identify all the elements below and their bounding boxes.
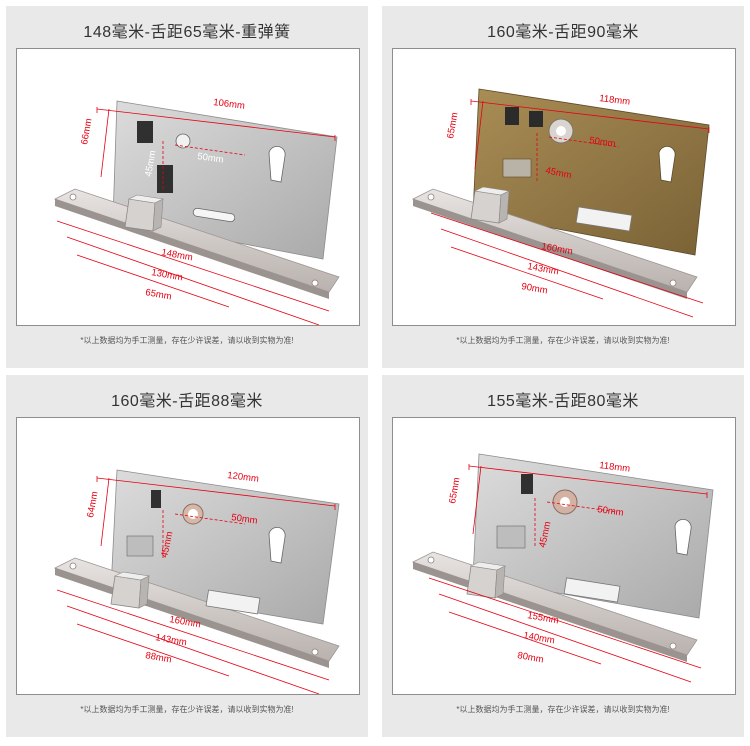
mortise-lock-illustration: 118mm 65mm 50mm 45mm 155mm 140mm 80mm [412,453,714,683]
lock-image-frame: 118mm 65mm 50mm 45mm 155mm 140mm 80mm [392,417,736,695]
lock-image-frame: 120mm 64mm 50mm 45mm 160mm 143mm 88mm [16,417,360,695]
lock-image-frame: 118mm 65mm 50mm 45mm 160mm 143mm 90mm [392,48,736,326]
dim-width: 118mm [599,460,631,475]
panel-title: 155毫米-舌距80毫米 [487,393,639,410]
dim-width: 106mm [213,97,246,112]
measurement-note: *以上数据均为手工测量，存在少许误差，请以收到实物为准! [80,336,294,345]
product-panel-148: 148毫米-舌距65毫米-重弹簧 106mm 66mm 50mm 45mm 14… [6,6,368,368]
dim-tongue: 50mm [231,512,259,527]
dim-tongue: 50mm [589,135,617,150]
dim-total: 160mm [168,614,201,630]
dim-height: 66mm [79,118,94,146]
dim-hole: 130mm [150,267,183,283]
panel-title: 160毫米-舌距88毫米 [111,393,263,410]
dim-height: 65mm [445,112,460,140]
dim-tongue: 50mm [197,151,225,166]
measurement-note: *以上数据均为手工测量，存在少许误差，请以收到实物为准! [80,705,294,714]
dim-depth: 88mm [144,650,172,665]
dim-depth: 65mm [144,287,172,302]
product-panel-155: 155毫米-舌距80毫米 118mm 65mm 50mm 45mm 155mm … [382,375,744,737]
panel-title: 160毫米-舌距90毫米 [487,24,639,41]
dim-height: 65mm [447,477,462,505]
dim-width: 120mm [227,470,260,485]
dim-backset: 45mm [143,150,158,178]
dim-total: 148mm [160,247,193,263]
mortise-lock-illustration: 118mm 65mm 50mm 45mm 160mm 143mm 90mm [412,88,710,318]
product-panel-160-88: 160毫米-舌距88毫米 120mm 64mm 50mm 45mm 160mm … [6,375,368,737]
dim-tongue: 50mm [597,504,625,519]
dim-width: 118mm [599,93,631,108]
dim-total: 160mm [540,241,573,257]
lock-image-frame: 106mm 66mm 50mm 45mm 148mm 130mm 65mm [16,48,360,326]
dim-backset: 45mm [544,165,572,181]
dim-depth: 80mm [516,650,544,665]
dim-depth: 90mm [520,281,548,296]
mortise-lock-illustration: 106mm 66mm 50mm 45mm 148mm 130mm 65mm [54,97,340,325]
dim-backset: 45mm [159,530,175,558]
dim-backset: 45mm [537,520,553,548]
measurement-note: *以上数据均为手工测量，存在少许误差，请以收到实物为准! [456,705,670,714]
dim-hole: 143mm [154,632,187,648]
panel-title: 148毫米-舌距65毫米-重弹簧 [83,24,291,41]
measurement-note: *以上数据均为手工测量，存在少许误差，请以收到实物为准! [456,336,670,345]
dim-hole: 140mm [522,630,555,646]
dim-hole: 143mm [526,261,559,277]
product-panel-160-90: 160毫米-舌距90毫米 118mm 65mm 50mm 45mm 160mm … [382,6,744,368]
mortise-lock-illustration: 120mm 64mm 50mm 45mm 160mm 143mm 88mm [54,469,340,694]
dim-height: 64mm [85,491,100,519]
dim-total: 155mm [526,610,559,626]
